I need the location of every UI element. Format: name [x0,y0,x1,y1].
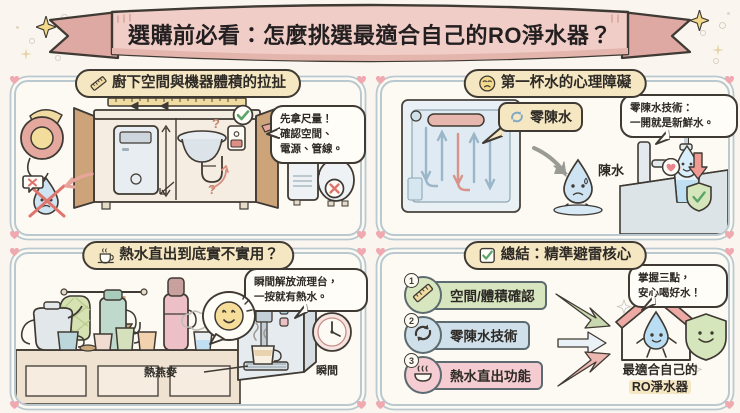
summary-result: 最適合自己的 RO淨水器 [600,362,720,396]
cross-icon [22,174,44,199]
smiley-face-icon [200,290,258,351]
heart-icon [376,401,385,410]
svg-text:?: ? [208,182,216,197]
summary-badge-2: 2 [404,313,442,354]
panel-space-title-pill: 廚下空間與機器體積的拉扯 [75,69,301,98]
down-arrow-icon [688,152,708,185]
panel-first-cup-scene [382,82,728,234]
summary-illustration [555,287,727,387]
heart-icon [10,76,19,85]
panel-first-cup: 第一杯水的心理障礙 零陳水 零陳水技術： 一開就是新鮮水。 陳水 [376,69,738,240]
heart-icon [10,248,19,257]
panel-summary: 總結：精準避雷核心 1 空間/體積確認 2 零陳水技術 [376,241,734,410]
summary-number-2: 2 [404,313,419,328]
checkbox-icon [479,247,496,264]
ro-flow-illustration [401,99,728,234]
panel-first-cup-title: 第一杯水的心理障礙 [500,75,632,92]
bubble-tail [292,303,308,325]
instant-label: 瞬間 [316,365,338,377]
svg-text:?: ? [212,116,220,131]
panel-summary-bubble: 掌握三點， 安心喝好水！ [628,264,728,308]
heart-icon [357,231,366,240]
panel-hot-water: 熱水直出到底實不實用？ 瞬間解放流理台， 一按就有熱水。 熱燕麥 瞬間 [10,241,368,410]
page-title: 選購前必看：怎麼挑選最適合自己的RO淨水器？ [127,23,612,48]
bubble-tail [640,295,656,317]
heart-icon [376,248,385,257]
heart-icon [725,231,734,240]
heart-icon [10,401,19,410]
summary-label-3: 熱水直出功能 [426,360,543,390]
heart-icon [660,157,682,183]
summary-item-3: 3 熱水直出功能 [404,353,543,394]
heart-icon [376,231,385,240]
hot-oatmeal-label: 熱燕麥 [144,367,177,379]
bubble-tail [654,129,670,151]
bubble-tail [266,126,281,145]
stale-water-label: 陳水 [598,163,625,178]
worried-face-icon [479,75,496,92]
kitchen-counter-illustration [16,277,352,404]
summary-label-1: 空間/體積確認 [426,280,547,310]
heart-icon [725,76,734,85]
panel-hot-water-title-pill: 熱水直出到底實不實用？ [82,241,294,270]
summary-result-line2: RO淨水器 [628,379,692,394]
zero-stale-water-tag: 零陳水 [498,102,583,132]
panel-summary-title-pill: 總結：精準避雷核心 [463,241,647,270]
panel-summary-title: 總結：精準避雷核心 [500,247,632,264]
panel-space-title: 廚下空間與機器體積的拉扯 [112,75,286,92]
recycle-icon [509,109,525,125]
summary-item-2: 2 零陳水技術 [404,313,530,354]
coffee-cup-icon [97,247,114,264]
summary-badge-1: 1 [404,273,442,314]
panel-hot-water-title: 熱水直出到底實不實用？ [119,247,279,264]
ruler-icon [412,282,434,309]
title-banner: 選購前必看：怎麼挑選最適合自己的RO淨水器？ [0,2,740,64]
heart-icon [357,401,366,410]
panel-first-cup-title-pill: 第一杯水的心理障礙 [463,69,647,98]
cross-icon [324,178,345,204]
heart-icon [357,76,366,85]
zero-stale-water-label: 零陳水 [530,109,572,125]
steam-bowl-icon [412,362,434,389]
heart-icon [725,248,734,257]
recycle-icon [412,322,434,349]
heart-icon [376,76,385,85]
summary-number-3: 3 [404,353,419,368]
panel-space: ? ? [10,69,366,240]
shield-check-icon [686,182,712,217]
heart-icon [725,401,734,410]
panel-space-bubble: 先拿尺量！ 確認空間、 電源、管線。 [270,105,366,164]
summary-item-1: 1 空間/體積確認 [404,273,547,314]
heart-icon [10,231,19,240]
panel-first-cup-bubble: 零陳水技術： 一開就是新鮮水。 [620,94,738,138]
ruler-icon [90,75,107,92]
panel-summary-scene [382,254,728,404]
summary-result-line1: 最適合自己的 [622,363,698,377]
heart-icon [357,248,366,257]
check-icon [232,104,254,131]
panel-hot-water-scene [16,254,360,404]
summary-badge-3: 3 [404,353,442,394]
summary-number-1: 1 [404,273,419,288]
